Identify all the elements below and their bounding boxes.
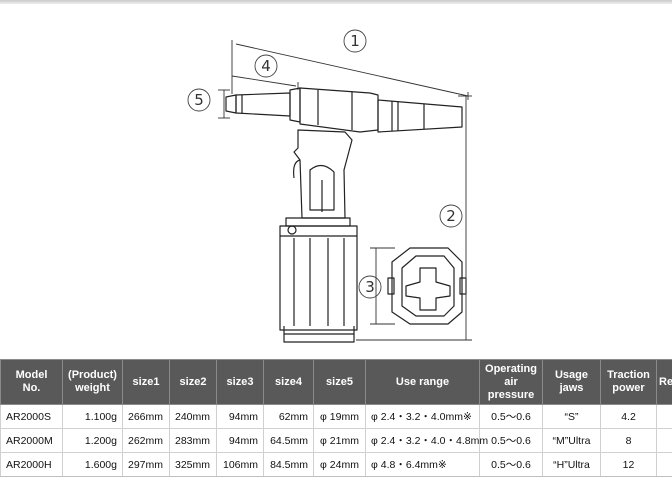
table-cell-traction-power: 8 <box>600 428 657 453</box>
table-cell-size3: 106mm <box>216 452 264 477</box>
table-cell-re <box>656 404 672 429</box>
rear-cylinder <box>377 99 463 133</box>
table-cell-product-weight: 1.100g <box>62 404 123 429</box>
main-body <box>299 87 379 133</box>
trigger <box>293 159 301 179</box>
table-cell-size3: 94mm <box>216 404 264 429</box>
callout-2-label: 2 <box>446 207 456 225</box>
column-header-re: Re <box>656 359 672 405</box>
bottom-view <box>391 247 463 325</box>
table-cell-operating-air-pressure: 0.5〜0.6 <box>479 452 543 477</box>
base-canister <box>279 225 358 331</box>
table-cell-re <box>656 428 672 453</box>
callout-1-label: 1 <box>350 32 360 50</box>
callout-5-circle <box>187 88 211 112</box>
callout-3-label: 3 <box>365 278 375 296</box>
table-cell-size2: 325mm <box>169 452 217 477</box>
table-cell-size5: φ 24mm <box>313 452 366 477</box>
table-cell-re <box>656 452 672 477</box>
table-cell-use-range: φ 2.4・3.2・4.0mm※ <box>365 404 480 429</box>
dimension-lines <box>218 40 472 341</box>
column-header-product-weight: (Product)weight <box>62 359 123 405</box>
nose-piece <box>225 94 237 114</box>
table-cell-operating-air-pressure: 0.5〜0.6 <box>479 428 543 453</box>
table-cell-usage-jaws: “H”Ultra <box>542 452 601 477</box>
table-cell-operating-air-pressure: 0.5〜0.6 <box>479 404 543 429</box>
table-cell-usage-jaws: “M”Ultra <box>542 428 601 453</box>
table-cell-size3: 94mm <box>216 428 264 453</box>
handle <box>293 129 353 219</box>
table-cell-product-weight: 1.200g <box>62 428 123 453</box>
callout-3-circle <box>358 275 382 299</box>
column-header-use-range: Use range <box>365 359 480 405</box>
column-header-size2: size2 <box>169 359 217 405</box>
table-cell-size2: 240mm <box>169 404 217 429</box>
table-cell-traction-power: 12 <box>600 452 657 477</box>
table-cell-size4: 62mm <box>263 404 314 429</box>
column-header-size5: size5 <box>313 359 366 405</box>
callout-4-circle <box>254 54 278 78</box>
table-cell-size4: 84.5mm <box>263 452 314 477</box>
table-cell-traction-power: 4.2 <box>600 404 657 429</box>
table-cell-model-no: AR2000S <box>0 404 63 429</box>
table-cell-use-range: φ 4.8・6.4mm※ <box>365 452 480 477</box>
table-cell-size5: φ 21mm <box>313 428 366 453</box>
table-cell-usage-jaws: “S” <box>542 404 601 429</box>
column-header-size1: size1 <box>122 359 170 405</box>
callout-2-circle <box>439 204 463 228</box>
table-cell-size5: φ 19mm <box>313 404 366 429</box>
top-border <box>0 0 672 4</box>
table-cell-size1: 297mm <box>122 452 170 477</box>
table-cell-model-no: AR2000H <box>0 452 63 477</box>
column-header-size3: size3 <box>216 359 264 405</box>
table-cell-model-no: AR2000M <box>0 428 63 453</box>
callout-5-label: 5 <box>194 91 204 109</box>
table-cell-size2: 283mm <box>169 428 217 453</box>
table-cell-product-weight: 1.600g <box>62 452 123 477</box>
table-cell-size1: 266mm <box>122 404 170 429</box>
column-header-size4: size4 <box>263 359 314 405</box>
callout-1-circle <box>343 29 367 53</box>
nose-tube <box>235 92 291 117</box>
table-cell-size1: 262mm <box>122 428 170 453</box>
collar <box>289 87 301 123</box>
callout-4-label: 4 <box>261 57 271 75</box>
table-cell-use-range: φ 2.4・3.2・4.0・4.8mm <box>365 428 488 453</box>
riveter-technical-drawing: 1 2 3 4 5 <box>187 29 472 343</box>
table-cell-size4: 64.5mm <box>263 428 314 453</box>
